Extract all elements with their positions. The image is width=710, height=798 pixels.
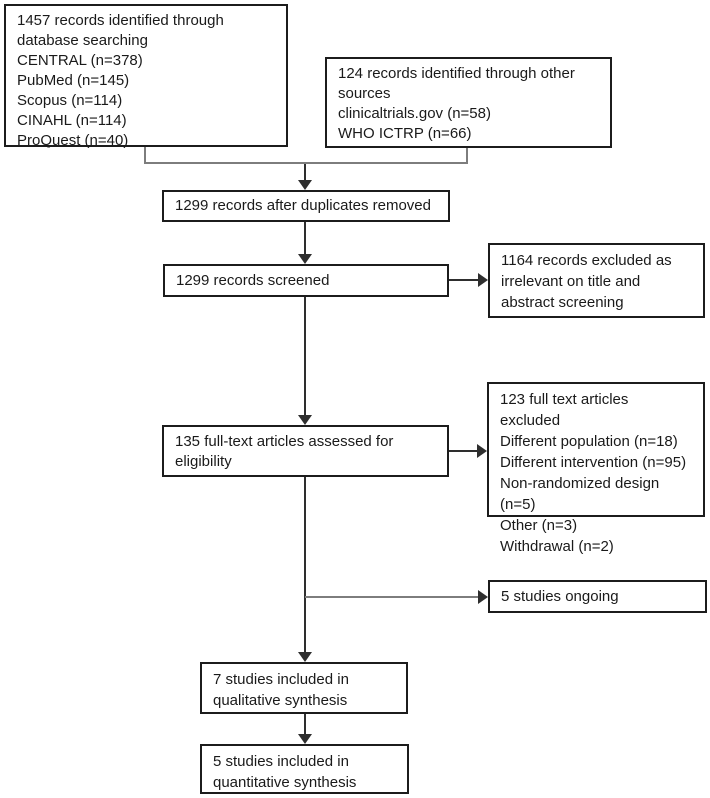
connector-screened-to-fulltext <box>304 297 306 417</box>
box-text-line: clinicaltrials.gov (n=58) <box>338 105 491 122</box>
connector-fulltext-to-excluded <box>449 450 479 452</box>
arrowhead-right <box>478 590 488 604</box>
box-text-line: Different intervention (n=95) <box>500 454 687 471</box>
connector-screened-to-excluded <box>449 279 480 281</box>
connector-other-sources-stub <box>466 148 468 164</box>
box-records-identified-other-sources: 124 records identified through other sou… <box>325 57 612 148</box>
box-qualitative-synthesis: 7 studies included in qualitative synthe… <box>200 662 408 714</box>
box-records-identified-database: 1457 records identified through database… <box>4 4 288 149</box>
box-studies-ongoing: 5 studies ongoing <box>488 580 707 613</box>
box-records-excluded-screening: 1164 records excluded as irrelevant on t… <box>488 243 705 318</box>
box-text-line: WHO ICTRP (n=66) <box>338 125 472 142</box>
box-quantitative-synthesis: 5 studies included in quantitative synth… <box>200 744 409 794</box>
box-text-line: 1299 records screened <box>176 271 330 289</box>
box-text-line: 123 full text articles excluded <box>500 391 629 429</box>
box-fulltext-excluded: 123 full text articles excluded Differen… <box>487 382 705 555</box>
box-text-line: 1164 records excluded as irrelevant on t… <box>501 252 672 311</box>
box-text-line: Scopus (n=114) <box>17 92 123 109</box>
connector-branch-to-ongoing <box>305 596 480 598</box>
box-text-line: 124 records identified through other sou… <box>338 65 575 102</box>
arrowhead-down <box>298 652 312 662</box>
arrowhead-right <box>478 273 488 287</box>
connector-database-stub <box>144 147 146 164</box>
box-text-line: Different population (n=18) <box>500 433 678 450</box>
arrowhead-right <box>477 444 487 458</box>
arrowhead-down <box>298 734 312 744</box>
box-text-line: Other (n=3) <box>500 517 578 534</box>
arrowhead-down <box>298 180 312 190</box>
box-text-line: 7 studies included in qualitative synthe… <box>213 671 349 709</box>
connector-fulltext-to-qualitative <box>304 477 306 654</box>
box-text-line: 5 studies included in quantitative synth… <box>213 753 357 791</box>
box-text-line: 135 full-text articles assessed for elig… <box>175 433 394 470</box>
box-records-after-duplicates-removed: 1299 records after duplicates removed <box>162 190 450 222</box>
box-records-screened: 1299 records screened <box>163 264 449 297</box>
connector-merge-horizontal <box>144 162 468 164</box>
connector-duplicates-to-screened <box>304 222 306 256</box>
connector-qualitative-to-quantitative <box>304 714 306 736</box>
box-text-line: CINAHL (n=114) <box>17 112 127 129</box>
box-text-line: 5 studies ongoing <box>501 587 619 605</box>
box-fulltext-assessed: 135 full-text articles assessed for elig… <box>162 425 449 477</box>
box-text-line: Non-randomized design (n=5) <box>500 475 660 513</box>
box-text-line: Withdrawal (n=2) <box>500 538 614 555</box>
arrowhead-down <box>298 415 312 425</box>
connector-to-duplicates-removed <box>304 164 306 182</box>
arrowhead-down <box>298 254 312 264</box>
box-text-line: 1457 records identified through database… <box>17 12 224 49</box>
box-text-line: 1299 records after duplicates removed <box>175 197 431 214</box>
box-text-line: ProQuest (n=40) <box>17 132 129 149</box>
box-text-line: CENTRAL (n=378) <box>17 52 143 69</box>
box-text-line: PubMed (n=145) <box>17 72 130 89</box>
